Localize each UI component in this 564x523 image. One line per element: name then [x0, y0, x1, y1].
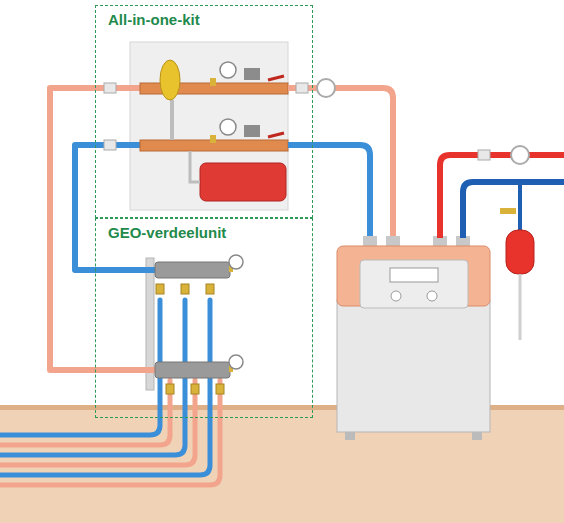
- valve: [104, 83, 116, 93]
- pipe-connector: [50, 88, 95, 370]
- kit-gauges: [210, 62, 260, 143]
- fill-valve: [500, 208, 516, 214]
- bypass: [170, 100, 174, 140]
- pipe-stub: [95, 142, 140, 148]
- ground-loops: [0, 300, 220, 485]
- vessel-pipe: [190, 151, 200, 182]
- group-heading: All-in-one-kit: [106, 11, 202, 29]
- valve-handles: [268, 76, 284, 137]
- manifold: [155, 362, 230, 378]
- pump: [511, 146, 529, 164]
- pump: [317, 79, 335, 97]
- dashed-group-box: GEO-verdeelunit: [95, 218, 313, 418]
- dashed-group-box: All-in-one-kit: [95, 5, 313, 218]
- heat-pump: [337, 236, 490, 440]
- manifold: [155, 262, 230, 278]
- drain-line: [519, 274, 522, 340]
- pipe-stub: [95, 85, 140, 91]
- pipe-connector: [75, 145, 95, 270]
- valve: [296, 83, 308, 93]
- expansion-vessel: [506, 230, 534, 274]
- heating-supply: [440, 155, 564, 238]
- vessel-pipe: [518, 182, 522, 232]
- heating-return: [463, 182, 564, 238]
- return-pipe: [288, 145, 370, 240]
- manometers: [229, 255, 243, 372]
- valve: [104, 140, 116, 150]
- valve: [478, 150, 490, 160]
- expansion-vessel: [200, 163, 286, 201]
- pipe-stub: [95, 267, 160, 273]
- group-heading: GEO-verdeelunit: [106, 224, 228, 242]
- leg-valves: [156, 284, 224, 394]
- separator: [160, 60, 180, 100]
- kit-panel: [130, 42, 288, 210]
- pipe-stub: [95, 367, 160, 373]
